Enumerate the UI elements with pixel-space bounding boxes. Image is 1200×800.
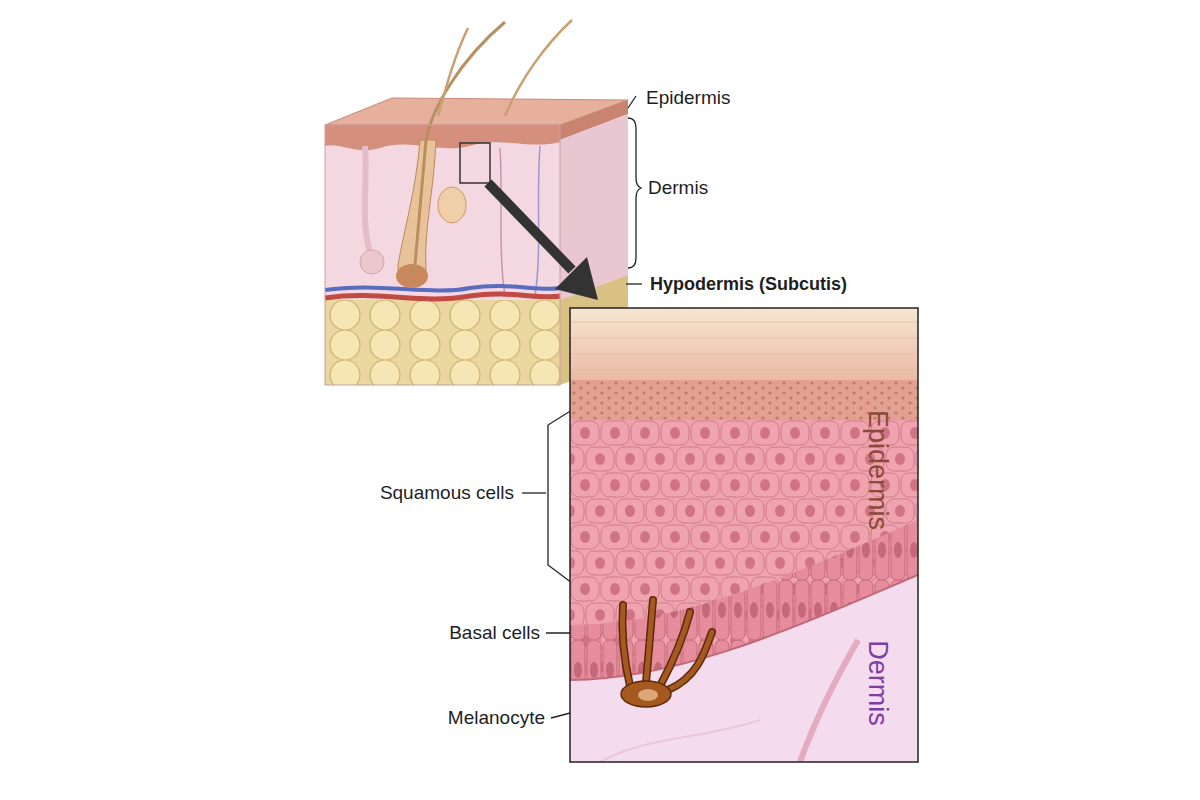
sebaceous-gland: [438, 187, 466, 223]
corneum-line: [570, 370, 918, 371]
hair-shaft: [505, 20, 572, 116]
vein: [325, 286, 560, 291]
dermal-vessel: [800, 640, 858, 762]
dermis-region: [570, 308, 918, 762]
sweat-duct: [365, 146, 370, 252]
artery: [325, 294, 560, 299]
inset-frame: [570, 308, 918, 762]
vessel-line: [500, 148, 505, 296]
dermal-fiber: [600, 720, 760, 762]
cell-label: Squamous cells: [380, 482, 514, 504]
brace: [628, 118, 641, 268]
dendrite: [646, 600, 653, 682]
layer-label: Dermis: [648, 177, 708, 199]
corneum-line: [570, 322, 918, 323]
side-dermis: [560, 114, 628, 300]
dendrite: [646, 600, 653, 682]
melanocyte-body: [621, 681, 671, 707]
sweat-gland: [360, 250, 384, 274]
epidermis-layer: [325, 125, 560, 150]
layer-label: Hypodermis (Subcutis): [650, 274, 847, 295]
corneum-line: [570, 338, 918, 339]
dendrite-fill: [622, 600, 712, 690]
zoom-arrow: [488, 183, 572, 270]
corneum-line: [570, 354, 918, 355]
hair-shaft: [414, 22, 505, 276]
leader-line: [626, 283, 642, 284]
dendrite-outline: [622, 600, 712, 690]
leader-line: [628, 96, 636, 108]
hair-bulb: [396, 264, 428, 288]
layer-label: Epidermis: [646, 87, 730, 109]
dendrite: [660, 612, 690, 686]
block-outline: [325, 125, 560, 385]
zoom-arrowhead: [555, 257, 598, 300]
zoom-box: [460, 143, 490, 183]
leader-line: [522, 492, 546, 493]
cell-label: Basal cells: [449, 622, 540, 644]
melanocyte-nucleus: [638, 689, 658, 701]
layer-label: Epidermis: [861, 410, 892, 530]
dendrite: [622, 605, 630, 686]
epidermis-inset: [570, 308, 918, 762]
layer-label: Dermis: [861, 640, 892, 726]
melanocyte: [621, 600, 712, 707]
hair-shaft: [438, 28, 468, 116]
vessel-line: [535, 146, 540, 296]
dendrite: [668, 632, 712, 690]
hair-follicle: [398, 140, 436, 282]
dendrite: [622, 605, 630, 686]
corneum-lines: [570, 322, 918, 370]
fat-lobules: [325, 300, 560, 385]
cell-label: Melanocyte: [448, 707, 545, 729]
hypodermis-layer: [325, 300, 560, 385]
stratum-corneum: [570, 308, 918, 383]
